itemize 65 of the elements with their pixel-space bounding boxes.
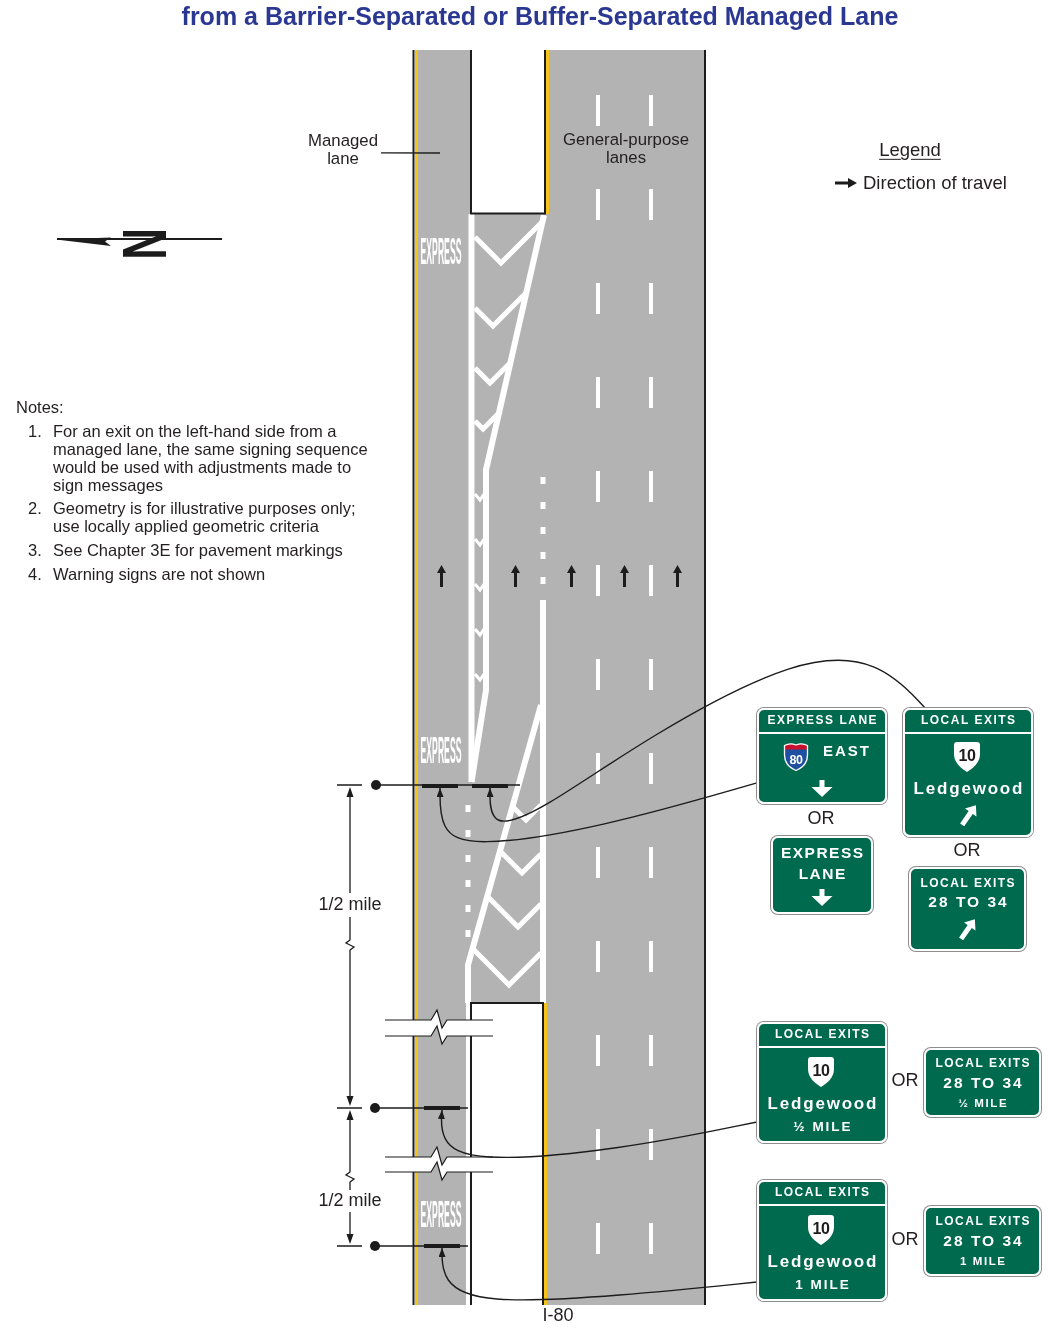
sign-header: LOCAL EXITS	[773, 1186, 871, 1198]
destination-text: Ledgewood	[912, 779, 1025, 797]
sign-header: LOCAL EXITS	[919, 877, 1017, 889]
list-number: 2.	[28, 499, 42, 517]
leader-line	[437, 1109, 758, 1159]
guide-sign	[924, 1048, 1041, 1117]
sign-header: LOCAL EXITS	[773, 1028, 871, 1040]
or-text: OR	[807, 809, 835, 829]
notes-heading: Notes:	[16, 397, 64, 417]
note-text: For an exit on the left-hand side from a managed lane, the same signing sequence would be used with adjustments made to sign messages	[53, 422, 369, 494]
distance-text: 1 MILE	[794, 1278, 851, 1292]
leader-line	[380, 152, 441, 154]
list-number: 4.	[28, 565, 42, 583]
sign-position-bar	[472, 784, 508, 788]
distance-text: 1 MILE	[958, 1256, 1007, 1268]
or-text: OR	[953, 841, 981, 861]
pavement-marking-text: EXPRESS	[420, 738, 462, 766]
diagram-title: from a Barrier-Separated or Buffer-Separated Managed Lane	[181, 1, 899, 31]
sign-header: LOCAL EXITS	[934, 1057, 1032, 1069]
sign-position-bar	[422, 784, 458, 788]
pavement-marking-text: EXPRESS	[420, 239, 462, 267]
guide-sign	[757, 708, 887, 804]
sign-header: EXPRESS LANE	[766, 714, 879, 726]
sign-header: LOCAL EXITS	[919, 714, 1017, 726]
destination-text: Ledgewood	[766, 1252, 879, 1270]
pavement-marking-text: EXPRESS	[420, 1202, 462, 1230]
route-number: 80	[789, 753, 803, 766]
distance-text: ½ MILE	[792, 1120, 853, 1134]
guide-sign	[924, 1206, 1041, 1276]
legend-title: Legend	[879, 139, 941, 161]
dimension-label: 1/2 mile	[318, 1191, 382, 1211]
exit-numbers: 28 TO 34	[942, 1075, 1024, 1091]
sign-header: LOCAL EXITS	[934, 1215, 1032, 1227]
guide-sign	[771, 836, 873, 914]
cardinal-direction: EAST	[822, 742, 871, 758]
sign-position-bar	[424, 1106, 460, 1110]
guide-sign	[757, 1180, 887, 1301]
note-text: See Chapter 3E for pavement markings	[53, 541, 344, 559]
road-label: I-80	[542, 1306, 574, 1326]
or-text: OR	[891, 1230, 919, 1250]
list-number: 3.	[28, 541, 42, 559]
route-number: 10	[812, 1063, 830, 1079]
leader-line	[438, 1247, 758, 1301]
guide-sign	[903, 708, 1033, 837]
note-text: Geometry is for illustrative purposes only; use locally applied geometric criteria	[53, 499, 357, 535]
or-text: OR	[891, 1071, 919, 1091]
legend-label: Direction of travel	[863, 172, 1007, 194]
route-number: 10	[958, 748, 976, 764]
guide-sign	[909, 867, 1026, 951]
distance-text: ½ MILE	[957, 1098, 1009, 1110]
note-text: Warning signs are not shown	[53, 565, 267, 583]
exit-numbers: 28 TO 34	[927, 894, 1009, 910]
guide-sign	[757, 1022, 887, 1143]
route-number: 10	[812, 1221, 830, 1237]
list-number: 1.	[28, 422, 42, 440]
callout-label: Managed lane	[305, 132, 381, 168]
destination-text: Ledgewood	[766, 1094, 879, 1112]
leader-line	[486, 659, 926, 822]
exit-numbers: 28 TO 34	[942, 1233, 1024, 1249]
sign-legend: EXPRESS LANE	[778, 842, 866, 884]
dimension-label: 1/2 mile	[318, 895, 382, 915]
lane-label: General-purpose lanes	[562, 131, 690, 167]
north-label: N	[121, 228, 169, 260]
leader-line	[436, 782, 758, 843]
sign-position-bar	[424, 1244, 460, 1248]
